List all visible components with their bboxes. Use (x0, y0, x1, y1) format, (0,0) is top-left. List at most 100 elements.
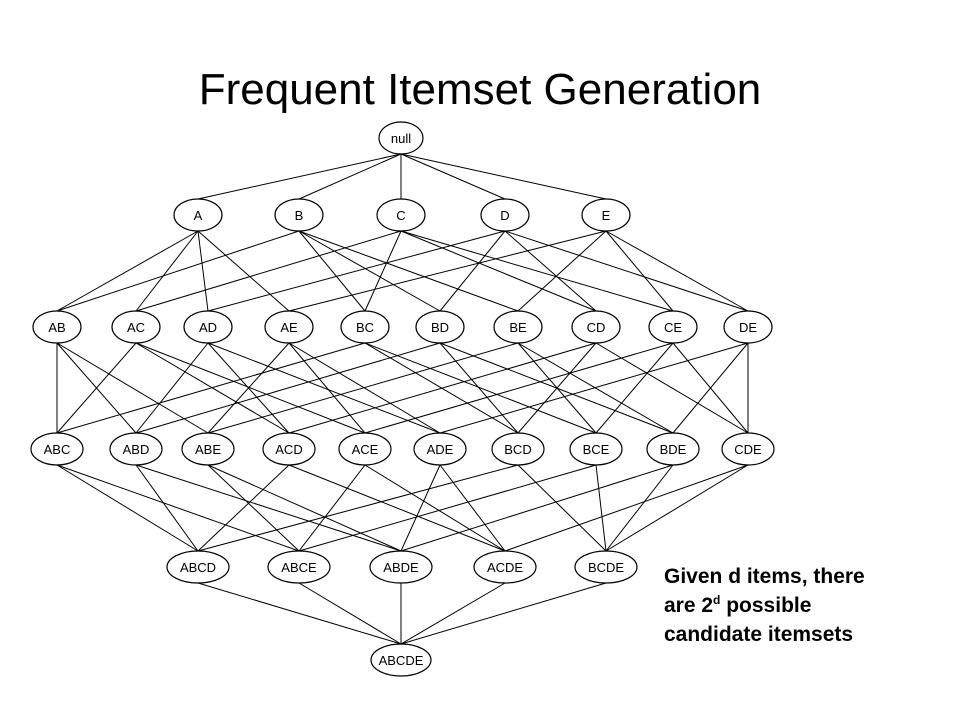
node-label-acd: ACD (275, 442, 302, 457)
node-ellipse-d (480, 198, 530, 232)
edge-d-de (504, 230, 749, 312)
edge-bcd-abcd (197, 464, 519, 552)
node-null: null (378, 121, 424, 155)
edge-d-bd (439, 230, 506, 312)
node-ellipse-ce (648, 310, 698, 344)
edge-de-ade (439, 342, 749, 434)
node-label-c: C (396, 208, 405, 223)
node-label-de: DE (739, 320, 757, 335)
node-e: E (581, 198, 631, 232)
edge-null-d (400, 153, 506, 200)
node-label-e: E (602, 208, 611, 223)
node-ellipse-abcd (166, 550, 230, 584)
edge-d-cd (504, 230, 597, 312)
edge-e-ae (288, 230, 607, 312)
node-label-bcd: BCD (504, 442, 531, 457)
node-abd: ABD (109, 432, 163, 466)
node-label-bc: BC (356, 320, 374, 335)
node-ellipse-abc (30, 432, 84, 466)
edge-c-bc (364, 230, 402, 312)
caption-exponent: d (713, 593, 721, 607)
node-label-acde: ACDE (487, 560, 523, 575)
edge-bce-bcde (595, 464, 607, 552)
node-ellipse-e (581, 198, 631, 232)
edge-a-ad (197, 230, 209, 312)
edge-cd-cde (595, 342, 749, 434)
node-abcd: ABCD (166, 550, 230, 584)
node-ellipse-bde (646, 432, 700, 466)
node-label-ce: CE (664, 320, 682, 335)
node-abcde: ABCDE (370, 643, 432, 677)
edge-abce-abcde (298, 582, 402, 645)
node-label-ade: ADE (427, 442, 454, 457)
node-ellipse-de (723, 310, 773, 344)
caption-line-2: are 2d possible (664, 591, 954, 620)
node-ce: CE (648, 310, 698, 344)
node-label-abd: ABD (123, 442, 150, 457)
node-label-abcde: ABCDE (379, 653, 424, 668)
edge-acde-abcde (400, 582, 506, 645)
node-ellipse-ae (264, 310, 314, 344)
edge-null-b (298, 153, 402, 200)
edge-ad-ade (207, 342, 441, 434)
edge-bcde-abcde (400, 582, 607, 645)
edge-a-ac (135, 230, 199, 312)
node-abc: ABC (30, 432, 84, 466)
edge-ae-ace (288, 342, 366, 434)
node-label-cd: CD (587, 320, 606, 335)
edge-b-bd (298, 230, 441, 312)
edge-null-e (400, 153, 607, 200)
node-ellipse-bce (569, 432, 623, 466)
node-ellipse-acd (262, 432, 316, 466)
edge-cde-acde (504, 464, 749, 552)
edge-bde-bcde (605, 464, 674, 552)
edge-ae-abe (207, 342, 290, 434)
edge-abd-abde (135, 464, 402, 552)
node-de: DE (723, 310, 773, 344)
node-label-b: B (295, 208, 304, 223)
node-a: A (173, 198, 223, 232)
node-label-ac: AC (127, 320, 145, 335)
edge-bce-abce (298, 464, 597, 552)
edge-bd-bcd (439, 342, 519, 434)
node-ellipse-ac (111, 310, 161, 344)
edge-abc-abce (56, 464, 300, 552)
node-ellipse-abd (109, 432, 163, 466)
edge-b-bc (298, 230, 366, 312)
edge-de-bde (672, 342, 749, 434)
node-label-abe: ABE (195, 442, 221, 457)
node-ad: AD (183, 310, 233, 344)
node-ellipse-ad (183, 310, 233, 344)
edge-cde-bcde (605, 464, 749, 552)
node-bde: BDE (646, 432, 700, 466)
node-be: BE (493, 310, 543, 344)
edge-ce-bce (595, 342, 674, 434)
node-label-abcd: ABCD (180, 560, 216, 575)
node-abe: ABE (181, 432, 235, 466)
node-c: C (376, 198, 426, 232)
node-ellipse-b (274, 198, 324, 232)
node-abce: ABCE (267, 550, 331, 584)
node-label-ad: AD (199, 320, 217, 335)
node-ellipse-bd (415, 310, 465, 344)
node-label-bce: BCE (583, 442, 610, 457)
edge-a-ae (197, 230, 290, 312)
node-label-ae: AE (280, 320, 298, 335)
node-ellipse-ade (413, 432, 467, 466)
edge-abe-abce (207, 464, 300, 552)
node-label-bd: BD (431, 320, 449, 335)
node-cd: CD (571, 310, 621, 344)
node-label-ace: ACE (352, 442, 379, 457)
node-acd: ACD (262, 432, 316, 466)
node-bcd: BCD (491, 432, 545, 466)
edge-ce-ace (364, 342, 674, 434)
node-label-abc: ABC (44, 442, 71, 457)
node-ellipse-ab (32, 310, 82, 344)
node-label-d: D (500, 208, 509, 223)
caption-line-2-suffix: possible (720, 594, 812, 617)
caption-line-2-prefix: are 2 (664, 594, 714, 617)
edge-ad-abd (135, 342, 209, 434)
edge-ab-abe (56, 342, 209, 434)
node-ellipse-bcd (491, 432, 545, 466)
caption-line-3: candidate itemsets (664, 623, 854, 646)
